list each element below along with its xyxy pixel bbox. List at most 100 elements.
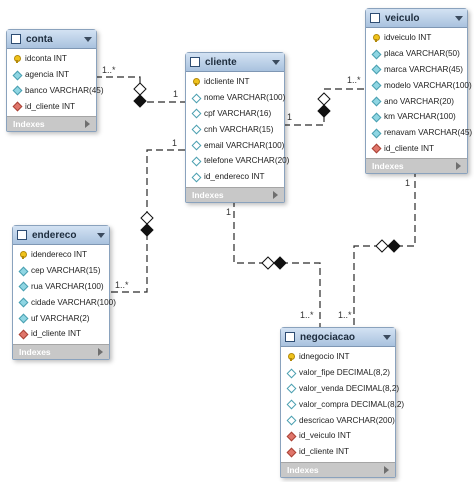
column-diamond-icon (372, 129, 380, 137)
column-text: valor_compra DECIMAL(8,2) (299, 399, 405, 409)
table-veiculo[interactable]: veiculo idveiculo INT placa VARCHAR(50) mar… (365, 8, 472, 175)
table-header[interactable]: cliente (186, 53, 284, 72)
primary-key-icon (287, 352, 295, 361)
column-row[interactable]: modelo VARCHAR(100) (366, 77, 472, 93)
expand-arrow-icon[interactable] (384, 465, 389, 474)
column-text: uf VARCHAR(2) (31, 313, 90, 323)
column-row[interactable]: id_cliente INT (366, 141, 467, 157)
primary-key-icon (13, 54, 21, 63)
expand-arrow-icon[interactable] (456, 162, 461, 171)
column-diamond-icon (192, 173, 200, 181)
collapse-arrow-icon[interactable] (97, 232, 105, 238)
column-row[interactable]: idconta INT (7, 51, 96, 67)
column-text: id_cliente INT (31, 329, 82, 339)
column-row[interactable]: idendereco INT (13, 247, 109, 263)
column-row[interactable]: uf VARCHAR(2) (13, 310, 109, 326)
column-diamond-icon (19, 314, 27, 322)
column-row[interactable]: email VARCHAR(100) (186, 137, 284, 153)
column-text: cidade VARCHAR(100) (31, 297, 116, 307)
table-header[interactable]: endereco (13, 226, 109, 245)
column-text: placa VARCHAR(50) (384, 49, 460, 59)
column-row[interactable]: descricao VARCHAR(200) (281, 412, 395, 428)
column-text: modelo VARCHAR(100) (384, 80, 472, 90)
column-row[interactable]: id_cliente INT (7, 98, 96, 114)
column-row[interactable]: idcliente INT (186, 74, 284, 90)
column-row[interactable]: id_cliente INT (281, 444, 395, 460)
column-text: marca VARCHAR(45) (384, 64, 464, 74)
indexes-section[interactable]: Indexes (366, 158, 467, 174)
column-text: descricao VARCHAR(200) (299, 415, 395, 425)
column-row[interactable]: nome VARCHAR(100) (186, 90, 285, 106)
column-row[interactable]: valor_compra DECIMAL(8,2) (281, 396, 404, 412)
column-row[interactable]: valor_venda DECIMAL(8,2) (281, 381, 399, 397)
primary-key-icon (192, 77, 200, 86)
column-row[interactable]: ano VARCHAR(20) (366, 93, 467, 109)
collapse-arrow-icon[interactable] (455, 15, 463, 21)
collapse-arrow-icon[interactable] (84, 36, 92, 42)
table-header[interactable]: conta (7, 30, 96, 49)
column-diamond-icon (19, 298, 27, 306)
table-icon (11, 34, 21, 44)
collapse-arrow-icon[interactable] (383, 334, 391, 340)
column-row[interactable]: id_endereco INT (186, 169, 284, 185)
column-text: id_endereco INT (204, 172, 265, 182)
column-text: agencia INT (25, 70, 70, 80)
indexes-section[interactable]: Indexes (186, 186, 284, 202)
column-diamond-icon (192, 157, 200, 165)
indexes-section[interactable]: Indexes (281, 461, 395, 477)
primary-key-icon (19, 250, 27, 259)
column-text: idconta INT (25, 54, 67, 64)
column-diamond-icon (192, 141, 200, 149)
column-row[interactable]: id_cliente INT (13, 326, 109, 342)
column-text: renavam VARCHAR(45) (384, 128, 473, 138)
column-diamond-icon (192, 94, 200, 102)
column-row[interactable]: id_veiculo INT (281, 428, 395, 444)
foreign-key-icon (13, 102, 21, 110)
column-diamond-icon (19, 282, 27, 290)
table-name: conta (26, 33, 53, 45)
column-row[interactable]: telefone VARCHAR(20) (186, 153, 289, 169)
column-text: km VARCHAR(100) (384, 112, 456, 122)
expand-arrow-icon[interactable] (98, 347, 103, 356)
column-diamond-icon (372, 65, 380, 73)
column-row[interactable]: idnegocio INT (281, 349, 395, 365)
table-icon (370, 13, 380, 23)
column-row[interactable]: marca VARCHAR(45) (366, 62, 467, 78)
column-row[interactable]: renavam VARCHAR(45) (366, 125, 472, 141)
column-row[interactable]: rua VARCHAR(100) (13, 279, 109, 295)
column-row[interactable]: banco VARCHAR(45) (7, 83, 104, 99)
column-row[interactable]: km VARCHAR(100) (366, 109, 467, 125)
column-row[interactable]: cpf VARCHAR(16) (186, 106, 284, 122)
table-header[interactable]: veiculo (366, 9, 467, 28)
column-text: id_veiculo INT (299, 431, 351, 441)
column-diamond-icon (192, 109, 200, 117)
indexes-section[interactable]: Indexes (13, 343, 109, 359)
expand-arrow-icon[interactable] (85, 120, 90, 129)
indexes-section[interactable]: Indexes (7, 116, 96, 132)
table-header[interactable]: negociacao (281, 328, 395, 347)
column-row[interactable]: placa VARCHAR(50) (366, 46, 467, 62)
collapse-arrow-icon[interactable] (272, 59, 280, 65)
rel-cliente-endereco-one: 1 (172, 138, 177, 148)
column-row[interactable]: cep VARCHAR(15) (13, 263, 109, 279)
foreign-key-icon (372, 144, 380, 152)
column-row[interactable]: agencia INT (7, 67, 96, 83)
column-row[interactable]: idveiculo INT (366, 30, 467, 46)
expand-arrow-icon[interactable] (273, 190, 278, 199)
primary-key-icon (372, 33, 380, 42)
table-conta[interactable]: conta idconta INT agencia INT banco VARCHAR… (6, 29, 104, 133)
column-text: ano VARCHAR(20) (384, 96, 454, 106)
column-text: email VARCHAR(100) (204, 140, 285, 150)
column-row[interactable]: cnh VARCHAR(15) (186, 121, 284, 137)
column-diamond-icon (287, 369, 295, 377)
table-name: cliente (205, 56, 237, 68)
column-diamond-icon (287, 416, 295, 424)
column-row[interactable]: valor_fipe DECIMAL(8,2) (281, 365, 395, 381)
column-text: cpf VARCHAR(16) (204, 108, 272, 118)
column-row[interactable]: cidade VARCHAR(100) (13, 294, 116, 310)
column-text: id_cliente INT (25, 101, 76, 111)
column-text: idveiculo INT (384, 33, 432, 43)
